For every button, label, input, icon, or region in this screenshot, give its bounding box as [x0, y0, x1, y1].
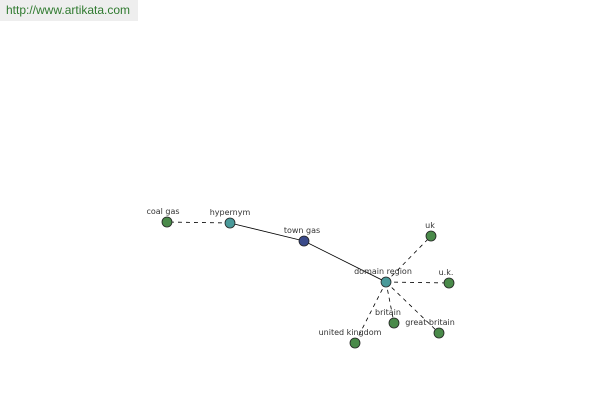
node-united-kingdom[interactable] — [349, 337, 361, 349]
edge-domain-region-to-u-k — [385, 281, 450, 284]
node-label-domain-region: domain region — [354, 267, 412, 276]
graph-edges — [166, 221, 450, 344]
node-label-great-britain: great britain — [405, 318, 455, 327]
node-great-britain[interactable] — [433, 327, 445, 339]
graph-nodes: town gas hypernym coal gas domain region uk u… — [146, 207, 455, 349]
node-label-britain: britain — [375, 308, 401, 317]
node-town-gas[interactable] — [298, 235, 310, 247]
node-hypernym[interactable] — [224, 217, 236, 229]
node-label-town-gas: town gas — [284, 226, 320, 235]
node-coal-gas[interactable] — [161, 216, 173, 228]
edge-town-gas-to-hypernym — [229, 222, 305, 242]
watermark-url: http://www.artikata.com — [0, 0, 138, 21]
edge-town-gas-to-domain-region — [303, 240, 387, 283]
node-label-hypernym: hypernym — [210, 208, 251, 217]
node-uk[interactable] — [425, 230, 437, 242]
node-label-uk: uk — [425, 221, 435, 230]
node-u-k[interactable] — [443, 277, 455, 289]
node-label-coal-gas: coal gas — [146, 207, 179, 216]
node-label-united-kingdom: united kingdom — [319, 328, 382, 337]
edge-domain-region-to-uk — [385, 235, 432, 283]
edge-domain-region-to-britain — [385, 281, 395, 324]
node-label-u-k: u.k. — [439, 268, 454, 277]
node-britain[interactable] — [388, 317, 400, 329]
edge-domain-region-to-united-kingdom — [354, 281, 387, 344]
edge-hypernym-to-coal-gas — [166, 221, 231, 224]
node-domain-region[interactable] — [380, 276, 392, 288]
